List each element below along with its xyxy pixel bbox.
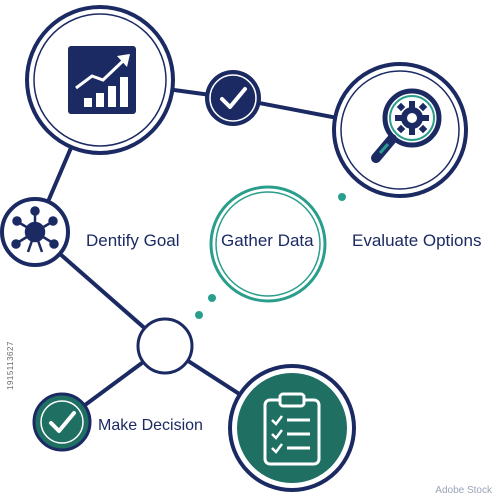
clipboard-checklist-icon [263,392,321,466]
junction-node [136,317,194,375]
check-badge-top [205,70,261,126]
evaluate-node [332,62,468,198]
bar-chart-growth-icon [68,46,136,114]
network-hub-icon [11,206,59,253]
checkmark-icon [220,87,247,109]
chart-node [25,5,175,155]
dotted-connector [195,193,346,319]
clipboard-node [228,364,356,492]
label-identify-goal: Dentify Goal [86,231,180,250]
gather-data-ring [209,185,327,303]
watermark: Adobe Stock [435,485,492,496]
label-evaluate-options: Evaluate Options [352,231,482,250]
identify-node [0,197,70,267]
checkmark-icon [49,411,76,433]
decision-check-node [32,392,92,452]
label-gather-data: Gather Data [221,231,314,250]
magnifier-gear-icon [371,88,442,163]
label-make-decision: Make Decision [98,417,203,434]
stock-id: 1915113627 [6,341,15,390]
